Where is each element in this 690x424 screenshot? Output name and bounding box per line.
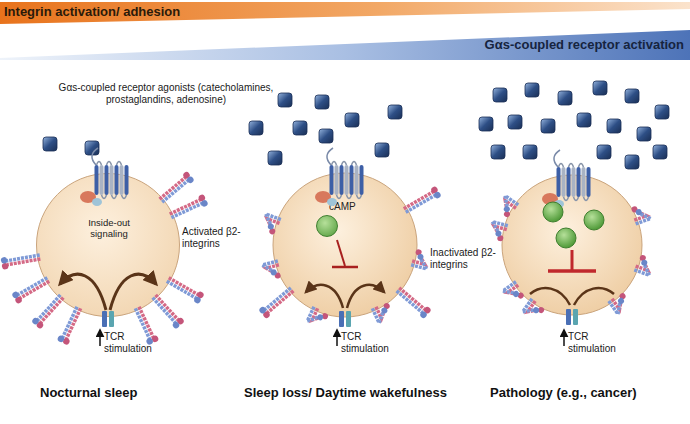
active-integrin <box>0 251 41 270</box>
tcr-complex <box>102 311 114 327</box>
agonist-square <box>577 113 591 127</box>
signaling-arrow <box>347 285 384 308</box>
inactive-integrin <box>307 307 329 329</box>
stimulus-label: TCR stimulation <box>341 331 401 354</box>
agonist-square <box>625 89 639 103</box>
t-cell-body <box>502 175 642 315</box>
agonist-square <box>293 121 307 135</box>
inactive-integrin <box>262 261 282 282</box>
agonist-square <box>508 115 522 129</box>
agonist-square <box>653 145 667 159</box>
band-label: Gαs-coupled receptor activation <box>485 38 684 53</box>
active-integrin <box>394 285 432 320</box>
signaling-arc <box>574 288 614 305</box>
inactive-integrin <box>372 301 394 323</box>
integrin-label: Activated β2-integrins <box>182 226 254 249</box>
gpcr-receptor <box>542 150 591 208</box>
stimulation-arrow <box>99 330 101 346</box>
agonist-square <box>607 119 621 133</box>
agonist-square <box>541 119 555 133</box>
integrin-label: Inactivated β2-integrins <box>430 247 500 270</box>
inactive-integrin <box>488 222 508 243</box>
agonist-square <box>85 141 99 155</box>
condition-title: Sleep loss/ Daytime wakefulness <box>244 386 484 401</box>
camp-molecule: cAMP <box>316 215 338 237</box>
band-label: Integrin activation/ adhesion <box>4 5 180 20</box>
agonist-square <box>479 117 493 131</box>
camp-molecule <box>584 210 604 230</box>
agonist-square <box>525 83 539 97</box>
band-wedge <box>0 30 690 60</box>
agonist-square <box>637 127 651 141</box>
gradient-band: Integrin activation/ adhesion <box>0 2 690 24</box>
agonist-square <box>345 113 359 127</box>
signaling-arrow <box>60 274 106 310</box>
signaling-arrow <box>306 285 343 308</box>
inactive-integrin <box>523 299 546 322</box>
t-cell: Inside-out signaling <box>36 173 180 317</box>
inactive-integrin <box>503 282 526 305</box>
camp-molecule <box>556 228 576 248</box>
condition-title: Pathology (e.g., cancer) <box>490 386 685 401</box>
inactive-integrin <box>634 254 655 275</box>
active-integrin <box>402 186 442 216</box>
agonist-square <box>493 88 507 102</box>
active-integrin <box>150 292 185 329</box>
agonist-square <box>319 129 333 143</box>
active-integrin <box>132 305 160 346</box>
stimulation-arrow <box>336 330 338 346</box>
band-wedge <box>0 2 690 24</box>
gpcr-receptor <box>315 148 364 206</box>
stimulus-label: TCR stimulation <box>104 331 164 354</box>
inactive-integrin <box>411 248 431 269</box>
agonist-square <box>523 145 537 159</box>
agonist-square <box>268 151 282 165</box>
tcr-complex <box>566 309 578 325</box>
agonist-square <box>558 91 572 105</box>
camp-molecule <box>543 202 563 222</box>
stimulation-arrow <box>563 330 565 346</box>
agonist-square <box>375 143 389 157</box>
active-integrin <box>11 274 51 304</box>
inhibition-line <box>571 250 574 270</box>
active-integrin <box>168 194 209 222</box>
active-integrin <box>165 274 205 304</box>
process-label: Inside-out signaling <box>74 218 144 240</box>
active-integrin <box>31 292 66 329</box>
stimulus-label: TCR stimulation <box>568 331 628 354</box>
active-integrin <box>157 171 195 206</box>
agonist-square <box>655 105 669 119</box>
agonist-square <box>491 145 505 159</box>
signaling-arrow <box>110 274 156 310</box>
agonist-square <box>278 93 292 107</box>
active-integrin <box>258 285 296 320</box>
inactive-integrin <box>495 196 518 219</box>
inhibition-bar <box>332 266 358 269</box>
agonist-note: Gαs-coupled receptor agonists (catechola… <box>50 82 282 105</box>
tcr-complex <box>339 311 351 327</box>
molecule-label: cAMP <box>329 201 356 213</box>
agonist-square <box>625 155 639 169</box>
condition-title: Nocturnal sleep <box>40 386 230 401</box>
gpcr-receptor <box>80 148 129 206</box>
inactive-integrin <box>260 214 281 235</box>
inhibition-line <box>337 240 345 266</box>
agonist-square <box>43 137 57 151</box>
agonist-square <box>315 95 329 109</box>
inhibition-bar <box>548 269 596 273</box>
signaling-arc <box>530 288 570 305</box>
active-integrin <box>57 305 85 346</box>
agonist-square <box>593 81 607 95</box>
agonist-square <box>388 105 402 119</box>
agonist-square <box>249 121 263 135</box>
inactive-integrin <box>609 291 632 314</box>
gradient-band: Gαs-coupled receptor activation <box>0 30 690 60</box>
t-cell-body <box>273 173 417 317</box>
agonist-square <box>597 145 611 159</box>
inactive-integrin <box>630 203 651 224</box>
